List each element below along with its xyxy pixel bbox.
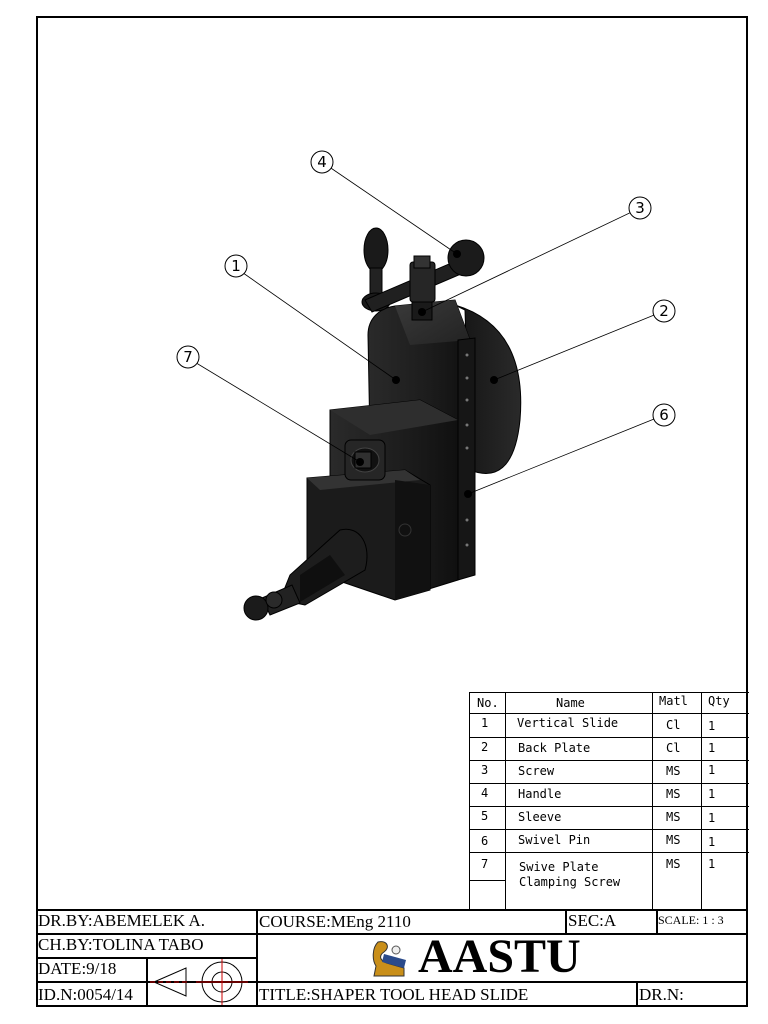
row-5-qty: 1 xyxy=(708,811,716,825)
row-6-qty: 1 xyxy=(708,835,716,849)
row-7-name-line2: Clamping Screw xyxy=(519,875,621,889)
row-4-no: 4 xyxy=(481,786,489,800)
row-3-name: Screw xyxy=(518,764,555,778)
row-1-no: 1 xyxy=(481,716,489,730)
drawing-number: DR.N: xyxy=(639,985,684,1004)
balloon-7 xyxy=(176,345,200,369)
balloon-label-3: 3 xyxy=(635,199,645,217)
section: SEC:A xyxy=(568,911,617,930)
clamping-screw-shape xyxy=(344,439,386,481)
row-7-name-line1: Swive Plate xyxy=(519,860,599,874)
row-3-qty: 1 xyxy=(708,763,716,777)
row-4-name: Handle xyxy=(518,787,562,801)
row-7-matl: MS xyxy=(666,857,681,871)
row-3-no: 3 xyxy=(481,763,489,777)
drawn-by: DR.BY:ABEMELEK A. xyxy=(38,911,206,930)
balloon-1 xyxy=(224,254,248,278)
header-matl: Matl xyxy=(659,694,688,708)
row-2-qty: 1 xyxy=(708,719,716,733)
balloon-2 xyxy=(652,299,676,323)
course: COURSE:MEng 2110 xyxy=(259,912,411,931)
balloon-label-2: 2 xyxy=(659,302,669,320)
row-4-matl: MS xyxy=(666,787,681,801)
row-1-name: Vertical Slide xyxy=(517,716,619,730)
row-1-matl: Cl xyxy=(666,741,681,755)
row-3-matl: MS xyxy=(666,764,681,778)
drawing-frame xyxy=(36,16,748,1007)
balloon-4 xyxy=(310,150,334,174)
date-field: DATE:9/18 xyxy=(38,959,117,978)
header-qty: Qty xyxy=(708,694,730,708)
third-angle-projection-icon xyxy=(150,959,248,1005)
row-4-qty: 1 xyxy=(708,787,716,801)
header-name: Name xyxy=(556,696,585,710)
aastu-logo-icon xyxy=(372,941,406,977)
isometric-drawing: 1 2 3 4 6 7 xyxy=(176,150,676,621)
org-name: AASTU xyxy=(418,930,581,983)
handle-assembly xyxy=(361,227,485,321)
row-5-name: Sleeve xyxy=(518,810,562,824)
balloon-label-7: 7 xyxy=(183,348,193,366)
row-5-no: 5 xyxy=(481,809,489,823)
row-2-name: Back Plate xyxy=(518,741,591,755)
row-2-no: 2 xyxy=(481,740,489,754)
balloon-label-1: 1 xyxy=(231,257,241,275)
scale: SCALE: 1 : 3 xyxy=(658,913,724,927)
balloon-6 xyxy=(652,403,676,427)
row-7-no: 7 xyxy=(481,857,489,871)
row-6-name: Swivel Pin xyxy=(518,833,591,847)
row-7-qty: 1 xyxy=(708,857,716,871)
id-number: ID.N:0054/14 xyxy=(38,985,133,1004)
header-no: No. xyxy=(477,696,499,710)
balloon-label-4: 4 xyxy=(317,153,327,171)
row-5-matl: MS xyxy=(666,810,681,824)
drawing-title: TITLE:SHAPER TOOL HEAD SLIDE xyxy=(259,985,529,1004)
balloon-3 xyxy=(628,196,652,220)
tool-head-assembly xyxy=(243,227,522,621)
row-6-matl: MS xyxy=(666,833,681,847)
checked-by: CH.BY:TOLINA TABO xyxy=(38,935,204,954)
row-2-matl: Cl xyxy=(666,718,681,732)
row-6-no: 6 xyxy=(481,834,489,848)
row-1-qty: 1 xyxy=(708,741,716,755)
balloon-label-6: 6 xyxy=(659,406,669,424)
